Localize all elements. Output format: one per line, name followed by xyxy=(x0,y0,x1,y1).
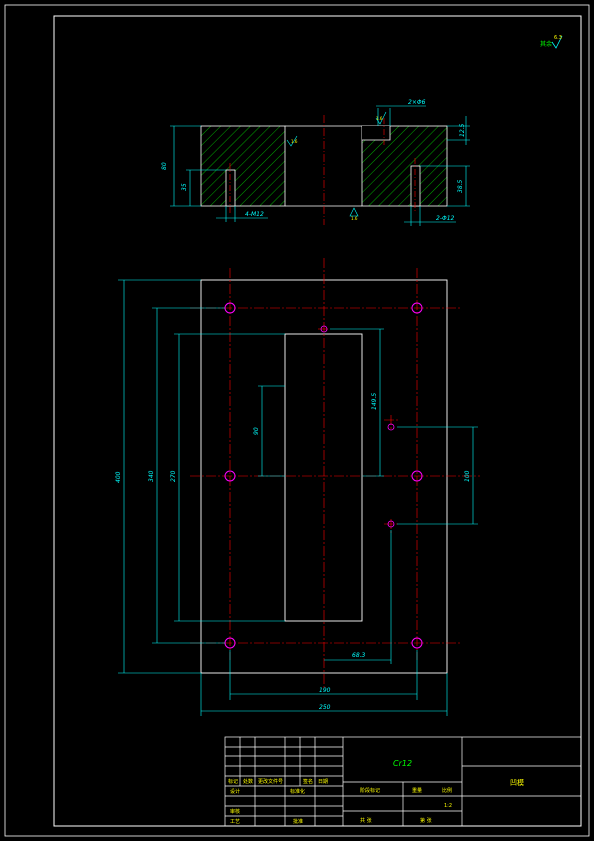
hole-bottom-right xyxy=(411,637,423,649)
standard-label: 标准化 xyxy=(290,788,305,795)
weight-label: 重量 xyxy=(412,787,422,794)
roughness-value: 6.3 xyxy=(554,35,562,41)
svg-text:1.6: 1.6 xyxy=(351,216,358,221)
svg-text:1.6: 1.6 xyxy=(376,116,383,121)
dim-holes-left: 4-M12 xyxy=(245,211,264,218)
row-label-date: 日期 xyxy=(318,779,328,785)
dim-width-holes: 190 xyxy=(319,687,331,694)
dim-height-total: 80 xyxy=(161,162,168,170)
approve-label: 批准 xyxy=(293,818,303,825)
dim-right-hole: 38.5 xyxy=(457,179,464,193)
inner-frame xyxy=(53,15,582,827)
dim-right-holes: 100 xyxy=(464,470,471,482)
material-label: Cr12 xyxy=(393,759,412,768)
outer-frame xyxy=(4,4,590,837)
pocket-outline xyxy=(284,333,363,622)
dim-right-top: 12.5 xyxy=(459,123,466,137)
dim-height-holes: 340 xyxy=(148,470,155,482)
title-block: Cr12 凹模 标记 处数 更改文件号 签名 日期 设计 标准化 审核 工艺 批… xyxy=(224,736,582,827)
row-label-sign: 签名 xyxy=(303,778,313,785)
section-left-block xyxy=(200,125,286,207)
process-label: 工艺 xyxy=(230,819,240,825)
dim-center-offset: 68.3 xyxy=(352,652,366,659)
row-label-count: 处数 xyxy=(243,778,253,785)
hole-mid-left xyxy=(224,470,236,482)
dim-height-hole: 35 xyxy=(181,183,188,191)
pin-hole-right-upper xyxy=(387,423,395,431)
scale-value: 1:2 xyxy=(444,803,452,809)
roughness-mark-left: 1.6 xyxy=(286,135,298,147)
plan-view: 400 340 270 90 149.5 100 68.3 190 250 xyxy=(115,258,480,716)
row-label-change: 更改文件号 xyxy=(258,778,283,785)
pin-hole-top xyxy=(320,325,328,333)
pin-hole-right-lower xyxy=(387,520,395,528)
hole-group xyxy=(224,302,423,649)
dim-width-overall: 250 xyxy=(319,704,331,711)
hole-mid-right xyxy=(411,470,423,482)
dim-holes-right: 2-Φ12 xyxy=(436,215,455,222)
review-label: 审核 xyxy=(230,808,240,815)
dim-pocket-top: 90 xyxy=(253,427,260,435)
row-label-mark: 标记 xyxy=(228,778,238,785)
roughness-mark-bottom: 1.6 xyxy=(349,207,359,221)
roughness-label: 其余 xyxy=(540,40,552,48)
sheet-total: 共 张 xyxy=(360,817,372,824)
roughness-symbol: 其余 6.3 xyxy=(540,35,563,49)
design-label: 设计 xyxy=(230,788,240,795)
hole-top-right xyxy=(411,302,423,314)
section-view: 80 35 4-M12 2×Φ6 12.5 38.5 2-Φ12 1.6 1.6… xyxy=(161,99,470,226)
part-name: 凹模 xyxy=(510,778,524,787)
sheet-no: 第 张 xyxy=(420,817,432,824)
dim-height-pocket: 270 xyxy=(170,470,177,482)
dim-top-right: 2×Φ6 xyxy=(408,99,426,106)
stage-label: 阶段标记 xyxy=(360,787,380,794)
dim-height-overall: 400 xyxy=(115,471,122,483)
dim-pocket-offset: 149.5 xyxy=(371,393,378,410)
roughness-mark-mid: 1.6 xyxy=(375,111,387,125)
svg-text:1.6: 1.6 xyxy=(291,139,298,144)
scale-label: 比例 xyxy=(442,787,452,794)
